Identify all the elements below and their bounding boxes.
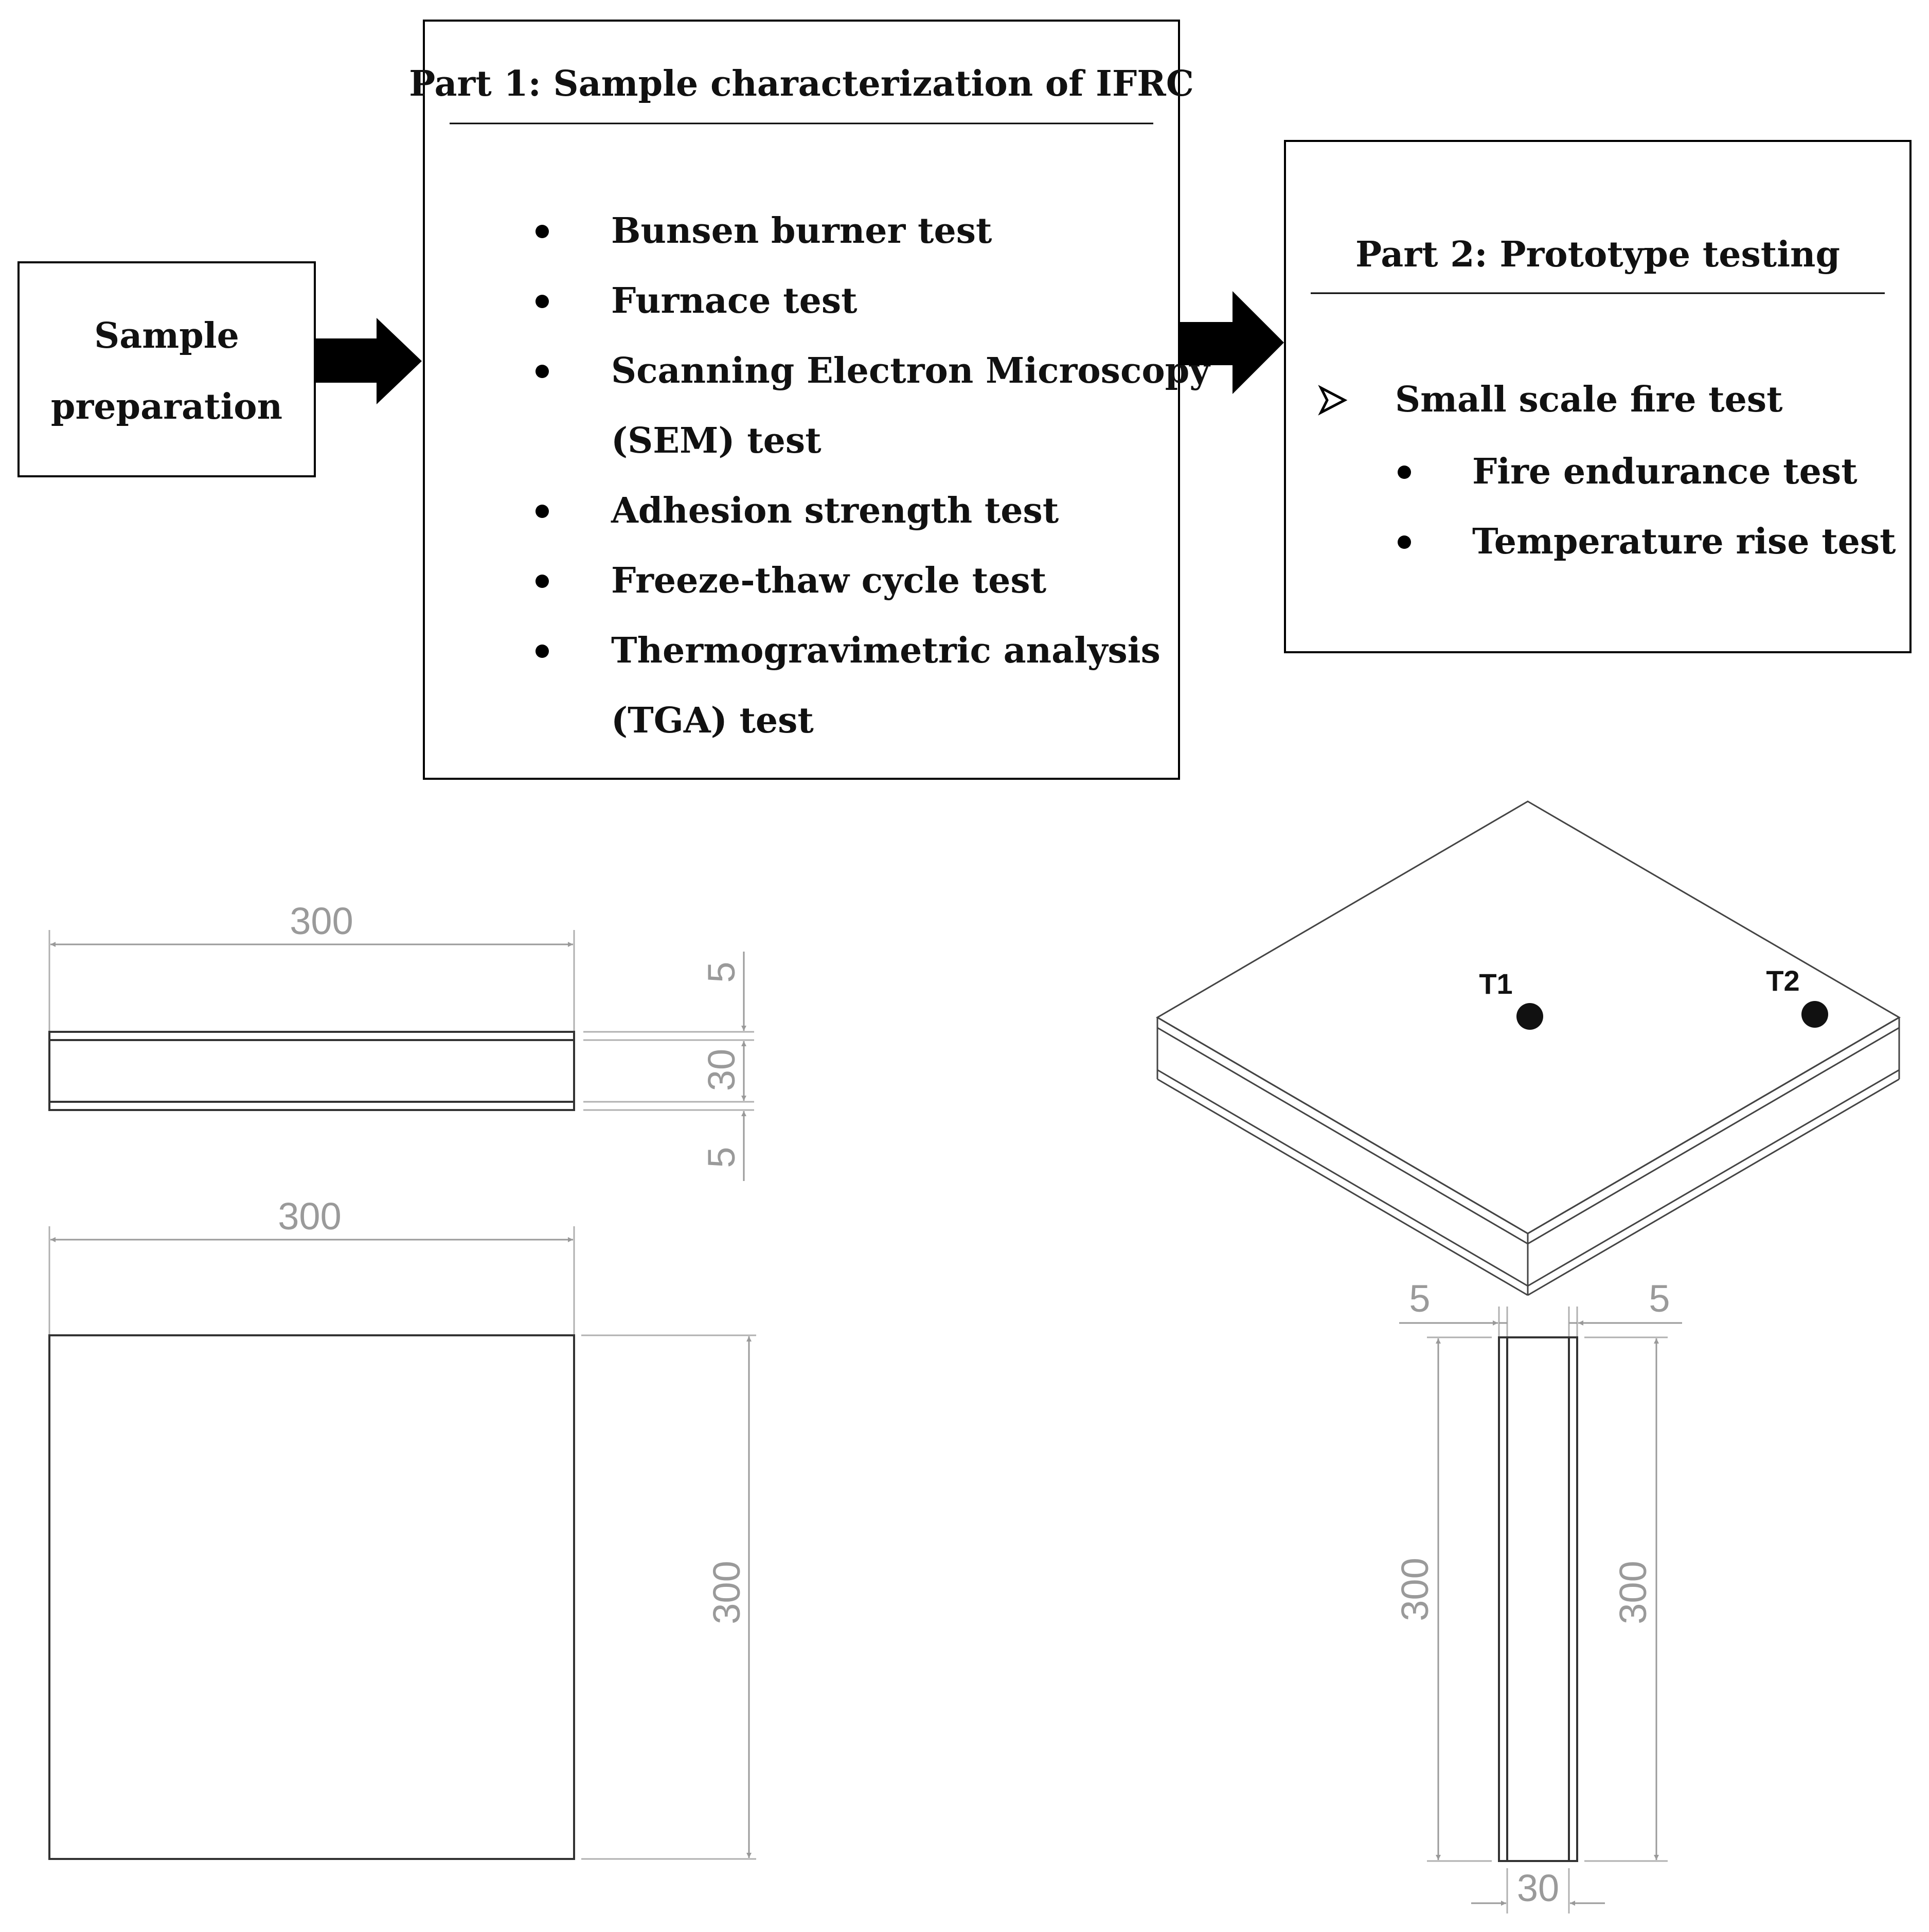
iso-edge bbox=[1157, 1016, 1528, 1235]
iso-layer-line bbox=[1157, 1069, 1528, 1287]
front-width-label: 300 bbox=[290, 900, 353, 942]
side-height-left-label: 300 bbox=[1394, 1558, 1436, 1621]
part2-box bbox=[1284, 140, 1912, 653]
part1-title: Part 1: Sample characterization of IFRC bbox=[409, 63, 1194, 104]
core-thickness-label: 30 bbox=[700, 1049, 743, 1091]
bullet-icon bbox=[535, 505, 549, 518]
bullet-icon bbox=[535, 645, 549, 658]
part2-sub-item: Temperature rise test bbox=[1472, 521, 1896, 562]
iso-layer-line bbox=[1527, 1027, 1900, 1245]
front-view-panel bbox=[48, 1031, 575, 1111]
side-core-label: 30 bbox=[1517, 1867, 1559, 1909]
iso-edge bbox=[1527, 1078, 1900, 1296]
plan-width-label: 300 bbox=[278, 1195, 341, 1238]
flowchart: Sample preparation Part 1: Sample charac… bbox=[17, 20, 1912, 780]
arrowhead-bullet-icon bbox=[1318, 385, 1348, 416]
plan-height-label: 300 bbox=[705, 1561, 748, 1624]
part2-list: Small scale fire test Fire endurance tes… bbox=[1318, 379, 1896, 562]
iso-layer-line bbox=[1527, 1069, 1900, 1287]
flow-arrow-2 bbox=[1179, 291, 1284, 394]
part1-item: Furnace test bbox=[611, 280, 858, 321]
iso-edge bbox=[1157, 1078, 1528, 1296]
part1-item: Thermogravimetric analysis bbox=[611, 630, 1160, 671]
plan-view: 300 300 bbox=[48, 1195, 756, 1860]
thermocouple-t1-label: T1 bbox=[1479, 968, 1512, 1000]
side-left-layer-label: 5 bbox=[1409, 1277, 1430, 1320]
flow-arrow-1 bbox=[315, 318, 422, 404]
bullet-icon bbox=[535, 225, 549, 238]
sample-preparation-line2: preparation bbox=[51, 386, 282, 427]
part1-item: Scanning Electron Microscopy bbox=[611, 350, 1211, 391]
front-view: 300 5 30 5 bbox=[48, 900, 754, 1181]
part1-item-continued: (TGA) test bbox=[611, 700, 814, 741]
thermocouple-t2-label: T2 bbox=[1766, 964, 1799, 997]
plan-view-panel bbox=[48, 1334, 575, 1860]
side-view-panel bbox=[1498, 1336, 1578, 1862]
part1-item-continued: (SEM) test bbox=[611, 420, 821, 461]
part2-sub-item: Fire endurance test bbox=[1472, 451, 1857, 492]
part1-item: Bunsen burner test bbox=[611, 210, 992, 252]
part1-box bbox=[423, 20, 1180, 780]
part2-main-item: Small scale fire test bbox=[1395, 379, 1783, 420]
isometric-view: T1 T2 bbox=[1156, 800, 1901, 1296]
thermocouple-t1-marker bbox=[1516, 1003, 1543, 1030]
part1-item: Adhesion strength test bbox=[611, 490, 1059, 531]
side-right-layer-label: 5 bbox=[1649, 1277, 1670, 1320]
iso-edge bbox=[1527, 1016, 1900, 1235]
sample-preparation-line1: Sample bbox=[94, 315, 239, 356]
iso-layer-line bbox=[1157, 1027, 1528, 1245]
bullet-icon bbox=[1398, 466, 1411, 479]
bullet-icon bbox=[535, 575, 549, 588]
bullet-icon bbox=[535, 365, 549, 378]
part2-title: Part 2: Prototype testing bbox=[1355, 234, 1840, 275]
bullet-icon bbox=[1398, 535, 1411, 549]
part1-list: Bunsen burner test Furnace test Scanning… bbox=[535, 210, 1211, 741]
side-height-right-label: 300 bbox=[1612, 1561, 1654, 1624]
sample-preparation-box bbox=[17, 261, 316, 477]
part1-item: Freeze-thaw cycle test bbox=[611, 560, 1047, 601]
bullet-icon bbox=[535, 295, 549, 308]
side-view: 5 5 300 300 30 bbox=[1394, 1277, 1682, 1913]
layer-bottom-label: 5 bbox=[700, 1147, 743, 1168]
layer-top-label: 5 bbox=[700, 961, 743, 982]
thermocouple-t2-marker bbox=[1801, 1001, 1828, 1028]
